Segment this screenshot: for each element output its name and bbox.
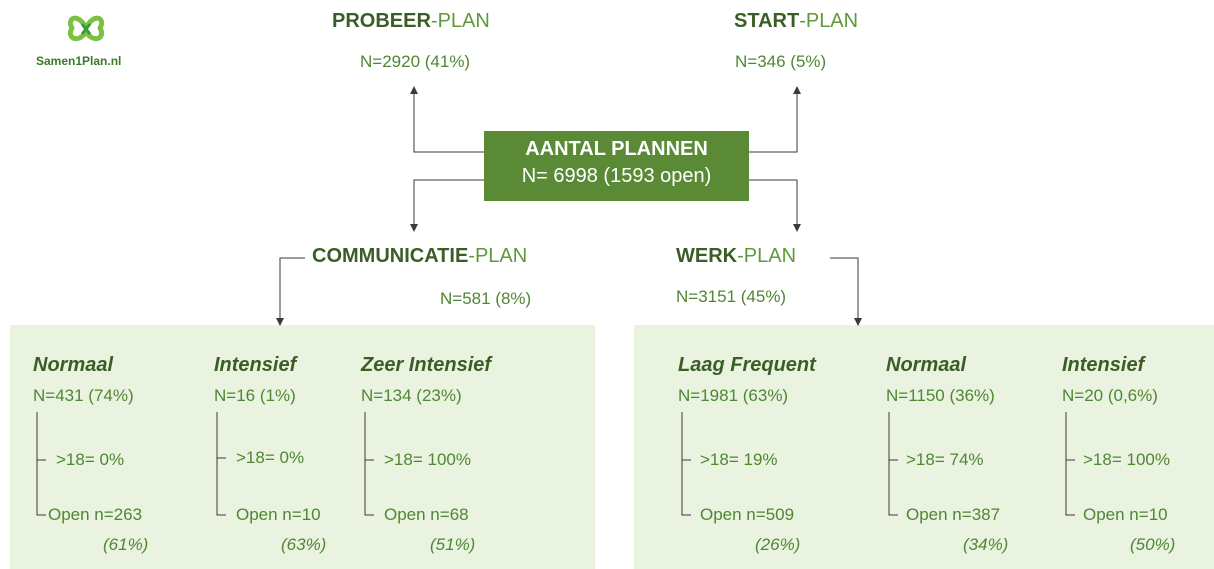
comm-group-age: >18= 0% <box>236 448 305 467</box>
logo-icon <box>68 15 104 42</box>
werk-group-name: Laag Frequent <box>678 354 816 376</box>
werk-group-age: >18= 100% <box>1083 450 1170 469</box>
probeer-plan-count: N=2920 (41%) <box>360 52 471 71</box>
arrow-werk-panel <box>830 257 862 326</box>
arrow-to-communicatie <box>410 179 484 232</box>
arrow-communicatie-panel <box>276 257 305 326</box>
communicatie-panel <box>10 325 595 569</box>
comm-group-pct: (63%) <box>281 535 327 554</box>
werk-group-open: Open n=387 <box>906 505 1001 524</box>
communicatie-plan-title: COMMUNICATIE-PLAN <box>312 245 528 267</box>
werk-group-age: >18= 74% <box>906 450 984 469</box>
werk-group-pct: (34%) <box>963 535 1009 554</box>
comm-group-name: Intensief <box>214 354 297 376</box>
comm-group-open: Open n=68 <box>384 505 469 524</box>
comm-group-name: Zeer Intensief <box>361 354 492 376</box>
comm-group-open: Open n=263 <box>48 505 143 524</box>
werk-plan-title: WERK-PLAN <box>676 245 797 267</box>
comm-group-age: >18= 0% <box>56 450 125 469</box>
comm-group-name: Normaal <box>33 354 114 376</box>
werk-group-name: Intensief <box>1062 354 1145 376</box>
arrow-to-probeer <box>410 86 484 153</box>
aantal-plannen-title: AANTAL PLANNEN <box>525 138 708 160</box>
arrow-to-werk <box>749 179 801 232</box>
comm-group-age: >18= 100% <box>384 450 471 469</box>
probeer-plan-title: PROBEER-PLAN <box>332 10 490 32</box>
werk-group-open: Open n=10 <box>1083 505 1168 524</box>
comm-group-n: N=134 (23%) <box>361 386 462 405</box>
werk-group-pct: (26%) <box>755 535 801 554</box>
bracket-comm-1 <box>36 412 46 516</box>
bracket-comm-2 <box>216 412 226 516</box>
arrow-to-start <box>749 86 801 153</box>
logo-text: Samen1Plan.nl <box>36 54 122 68</box>
comm-group-n: N=16 (1%) <box>214 386 296 405</box>
comm-group-pct: (61%) <box>103 535 149 554</box>
bracket-werk-2 <box>888 412 898 516</box>
bracket-comm-3 <box>364 412 374 516</box>
werk-group-n: N=20 (0,6%) <box>1062 386 1158 405</box>
bracket-werk-1 <box>681 412 691 516</box>
start-plan-count: N=346 (5%) <box>735 52 827 71</box>
werk-plan-count: N=3151 (45%) <box>676 287 787 306</box>
start-plan-title: START-PLAN <box>734 10 859 32</box>
werk-panel <box>634 325 1214 569</box>
werk-group-pct: (50%) <box>1130 535 1176 554</box>
bracket-werk-3 <box>1065 412 1075 516</box>
werk-group-open: Open n=509 <box>700 505 795 524</box>
aantal-plannen-box: AANTAL PLANNEN N= 6998 (1593 open) <box>484 131 749 201</box>
logo[interactable]: Samen1Plan.nl <box>28 8 148 68</box>
comm-group-open: Open n=10 <box>236 505 321 524</box>
comm-group-n: N=431 (74%) <box>33 386 134 405</box>
communicatie-plan-count: N=581 (8%) <box>440 289 532 308</box>
werk-group-n: N=1981 (63%) <box>678 386 789 405</box>
werk-group-n: N=1150 (36%) <box>886 386 995 405</box>
aantal-plannen-count: N= 6998 (1593 open) <box>521 165 712 187</box>
werk-group-age: >18= 19% <box>700 450 778 469</box>
comm-group-pct: (51%) <box>430 535 476 554</box>
werk-group-name: Normaal <box>886 354 967 376</box>
